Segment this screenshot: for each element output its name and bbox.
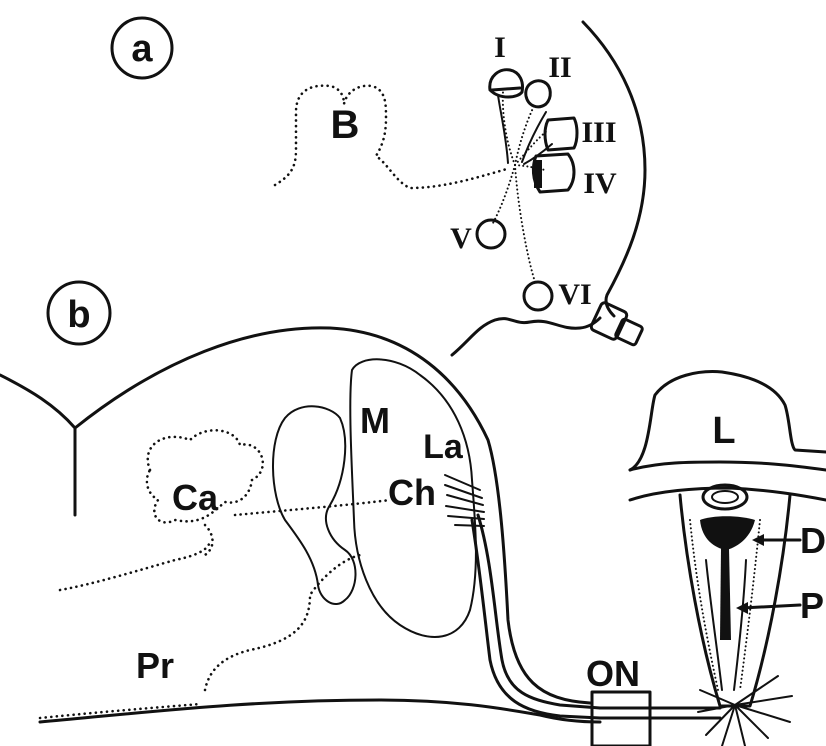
numeral-label: I xyxy=(494,31,506,64)
panel-a-marker: a xyxy=(131,28,153,70)
ganglion-v xyxy=(477,220,505,248)
panel-a-ganglia xyxy=(477,70,577,310)
label-pr: Pr xyxy=(136,645,174,686)
base-fibers xyxy=(698,676,792,746)
panel-b: b xyxy=(0,282,826,746)
numeral-label: V xyxy=(450,222,472,255)
structure-b-label: B xyxy=(331,103,360,147)
label-ca: Ca xyxy=(172,477,219,518)
label-la: La xyxy=(423,428,464,466)
lobe-outline xyxy=(273,406,356,604)
label-l: L xyxy=(712,410,735,452)
numeral-label: VI xyxy=(558,278,591,311)
lamina-fibers xyxy=(445,475,484,526)
numeral-label: II xyxy=(548,51,571,84)
label-p: P xyxy=(800,585,824,626)
panel-b-marker: b xyxy=(67,294,90,336)
label-on: ON xyxy=(586,653,640,694)
numeral-label: IV xyxy=(583,167,617,200)
numeral-label: III xyxy=(581,116,616,149)
panel-a-lower-outline xyxy=(452,318,600,355)
panel-a: a B xyxy=(112,18,645,355)
structure-b-outline xyxy=(275,86,510,188)
label-m: M xyxy=(360,400,390,441)
ganglion-ii xyxy=(526,81,550,107)
ganglion-vi xyxy=(524,282,552,310)
ganglion-i xyxy=(490,70,523,97)
label-d: D xyxy=(800,520,826,561)
head-outline xyxy=(0,328,590,703)
label-ch: Ch xyxy=(388,472,436,513)
panel-a-nerve-fan xyxy=(492,92,552,282)
